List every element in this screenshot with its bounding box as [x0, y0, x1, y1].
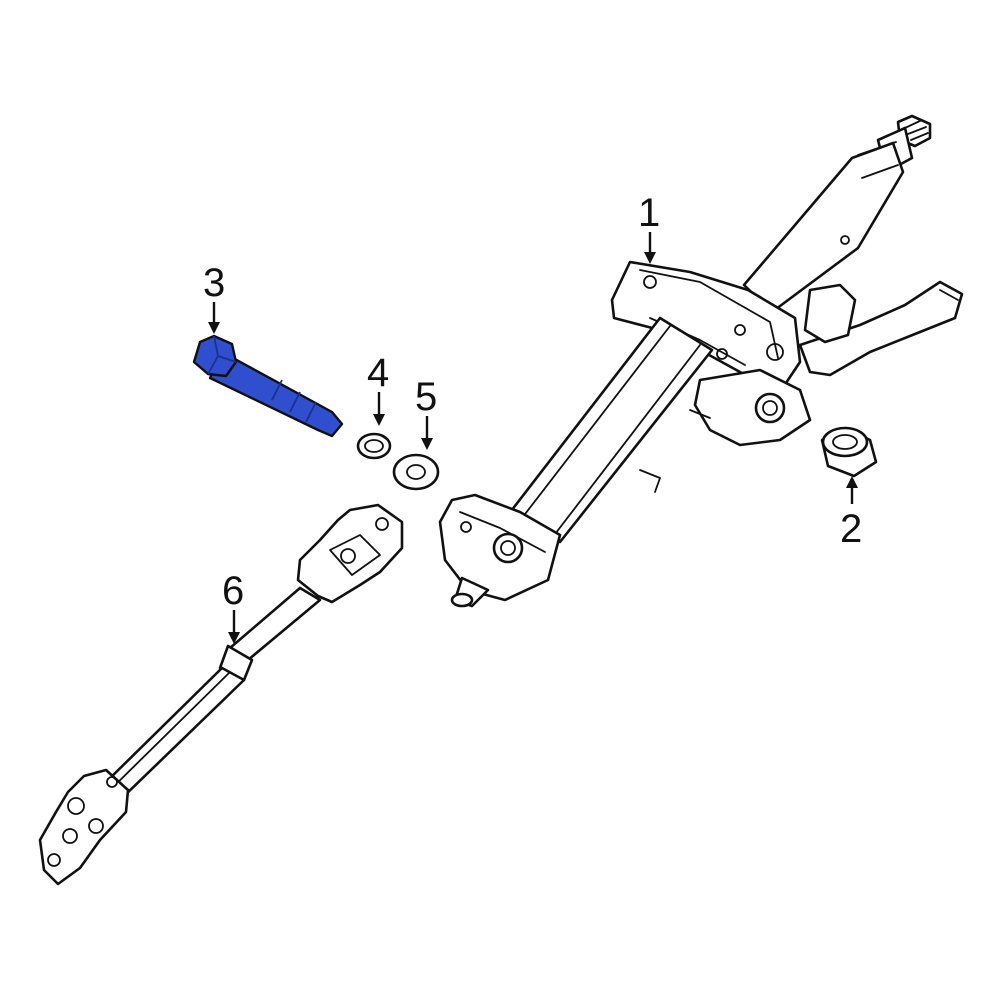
bolt-head [192, 334, 238, 378]
lock-washer-part[interactable] [356, 432, 392, 460]
callout-1-label: 1 [638, 191, 660, 235]
nut-part[interactable] [820, 426, 878, 478]
tilt-lever [798, 280, 964, 377]
upper-u-joint [296, 503, 404, 604]
callout-3: 3 [203, 261, 225, 334]
callout-1-arrow-icon [644, 252, 656, 264]
callout-6-arrow-icon [228, 632, 240, 644]
column-main-tube [506, 316, 714, 544]
column-lock-housing [693, 368, 812, 447]
callout-5: 5 [415, 375, 437, 450]
callout-2-arrow-icon [846, 476, 858, 488]
callout-2: 2 [840, 476, 862, 551]
callout-5-arrow-icon [421, 438, 433, 450]
callout-4-arrow-icon [373, 414, 385, 426]
callout-3-label: 3 [203, 261, 225, 305]
callout-1: 1 [638, 191, 660, 264]
flat-washer-part[interactable] [392, 453, 440, 491]
intermediate-shaft-lower [98, 666, 246, 802]
callout-4: 4 [367, 351, 389, 426]
callout-4-label: 4 [367, 351, 389, 395]
callout-5-label: 5 [415, 375, 437, 419]
lower-u-joint [38, 768, 130, 886]
callout-6-label: 6 [222, 569, 244, 613]
callout-2-label: 2 [840, 507, 862, 551]
callout-6: 6 [222, 569, 244, 644]
steering-column-part[interactable] [438, 114, 964, 608]
callout-3-arrow-icon [208, 322, 220, 334]
bolt-part[interactable] [192, 334, 344, 438]
intermediate-shaft-part[interactable] [38, 503, 404, 886]
